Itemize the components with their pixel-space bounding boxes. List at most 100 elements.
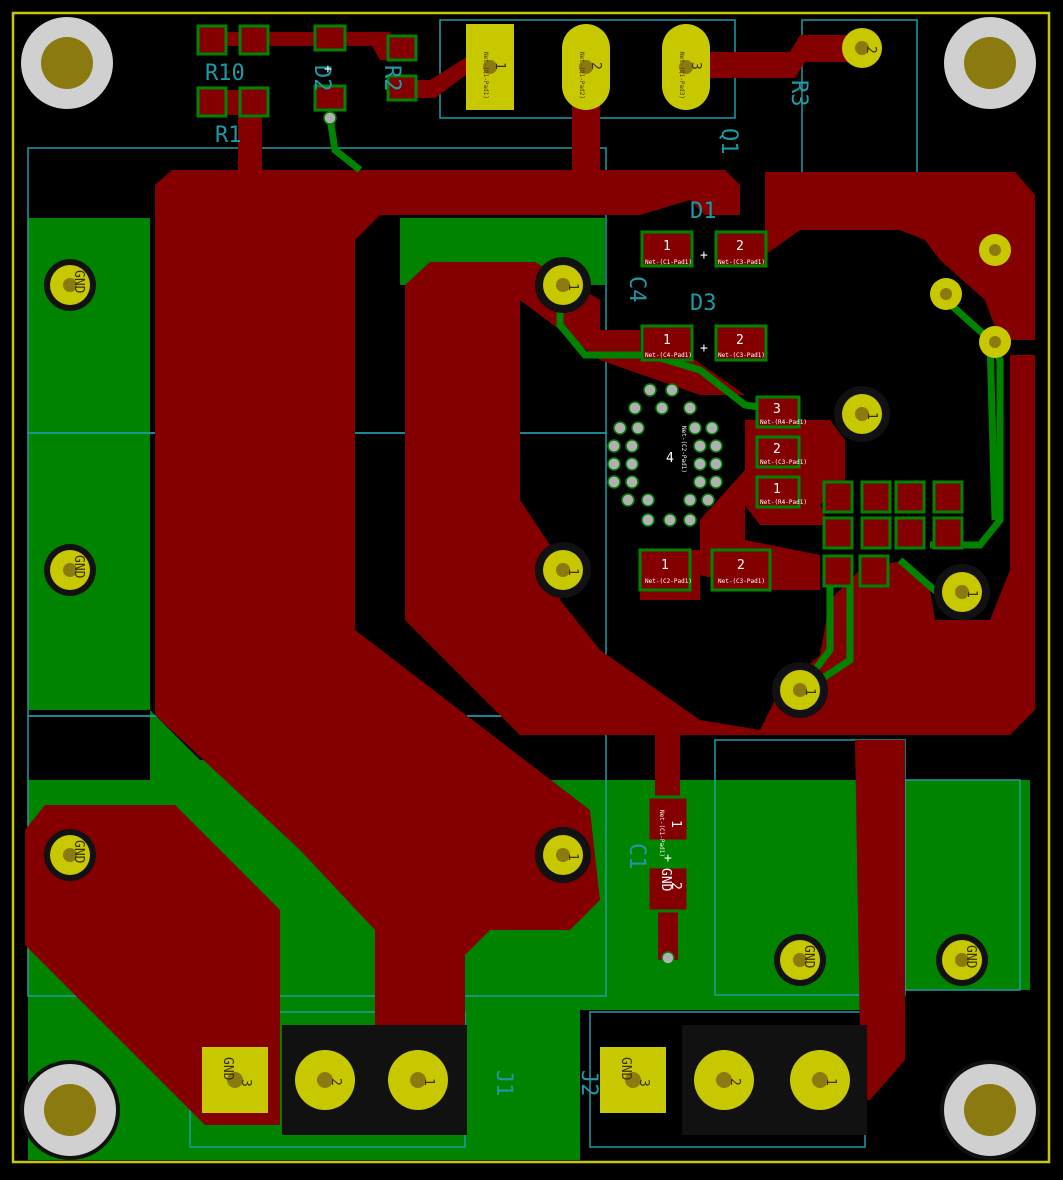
trace-j2-pad1 (830, 740, 905, 1100)
q1-pad2-num: 2 (588, 62, 603, 70)
gnd-pad-left-3 (44, 829, 96, 881)
net-c2-pad1-u: Net-(C2-Pad1) (680, 426, 687, 473)
net-c1-pad1-c1: Net-(C1-Pad1) (658, 810, 665, 857)
j1-pad2-num: 2 (328, 1078, 343, 1086)
pad-right-3 (772, 662, 828, 718)
ref-r3: R3 (786, 80, 811, 107)
c4-pad1-num: 1 (565, 283, 580, 291)
gnd-bottom-right: GND (963, 945, 978, 969)
pad-num-u-1: 1 (773, 482, 781, 497)
r10-pad-1 (196, 24, 228, 56)
connector-pads (202, 1025, 867, 1135)
j2-pad3-num: 3 (636, 1079, 651, 1087)
pad-num-u-3: 3 (773, 402, 781, 417)
pad-right-1 (834, 386, 890, 442)
pad-num-d1-2: 2 (736, 239, 744, 254)
gnd-pad-left-2 (44, 544, 96, 596)
j1-pad3-num: 3 (238, 1079, 253, 1087)
silkscreen-refs: R10 R1 D2 R2 Q1 R3 D1 C4 D3 C1 J1 J2 (205, 61, 811, 1097)
ref-c1: C1 (624, 843, 649, 870)
net-q1-pad1: Net-(Q1-Pad1) (482, 52, 489, 99)
net-q1-pad3: Net-(Q1-Pad3) (678, 52, 685, 99)
c1-smd-pad-2 (646, 865, 690, 913)
r3-pad-2 (842, 28, 882, 68)
net-r4-pad1: Net-(R4-Pad1) (760, 419, 807, 426)
d2-pad-2 (313, 84, 347, 112)
u-pad-2 (755, 435, 801, 469)
net-c3-pad1-d1: Net-(C3-Pad1) (718, 259, 765, 266)
ref-d1: D1 (690, 199, 717, 224)
gnd-label-c1: GND (658, 868, 673, 892)
r1-pad-2 (238, 86, 270, 118)
pad-num-u-2: 2 (773, 442, 781, 457)
pad-labels: 1 2 + Net-(C1-Pad1) Net-(C3-Pad1) 1 2 + … (71, 46, 979, 1087)
c2-pad-2 (710, 548, 772, 592)
net-c3-pad1-u: Net-(C3-Pad1) (760, 459, 807, 466)
gnd-pad-bottom-right (936, 934, 988, 986)
right-pad2-num: 1 (964, 590, 979, 598)
ref-j1: J1 (491, 1070, 516, 1097)
d3-pad-2 (714, 324, 768, 362)
r3-pad2-num: 2 (863, 46, 878, 54)
c1-smd-pad-1 (646, 795, 690, 843)
trace-r3 (700, 35, 860, 78)
copper-pour-bottom-left (25, 805, 280, 1125)
pad-num-c2-1: 1 (661, 558, 669, 573)
j2-pad1-num: 1 (823, 1078, 838, 1086)
d2-pad-1 (313, 24, 347, 52)
plus-d3: + (700, 341, 708, 356)
plus-d1: + (700, 248, 708, 263)
small-pad-3 (979, 326, 1011, 358)
j2-pad2-num: 2 (727, 1078, 742, 1086)
copper-pour-right (405, 262, 1035, 735)
c4-pad-1 (535, 257, 591, 313)
j1-gnd: GND (220, 1057, 235, 1081)
copper-pour-right-upper (765, 172, 1035, 340)
pad-num-d1-1: 1 (663, 239, 671, 254)
small-pad-1 (979, 234, 1011, 266)
gnd-zone-right (905, 780, 1030, 990)
pad-num-d3-1: 1 (663, 333, 671, 348)
u-pad-1 (755, 475, 801, 509)
r2-pad-2 (386, 74, 418, 102)
j1-pad1-num: 1 (421, 1078, 436, 1086)
net-c3-pad1-c2: Net-(C3-Pad1) (718, 578, 765, 585)
smd-pads (196, 24, 964, 913)
gnd-left-3: GND (71, 840, 86, 864)
d1-pad-2 (714, 230, 768, 268)
c1-pad-1 (535, 827, 591, 883)
right-pad1-num: 1 (864, 412, 879, 420)
pad-num-c1-1: 1 (668, 820, 683, 828)
thermal-via-cluster (323, 111, 723, 965)
r1-pad-1 (196, 86, 228, 118)
d3-pad-1 (640, 324, 694, 362)
mounting-holes (20, 17, 1040, 1160)
ref-d3: D3 (690, 291, 717, 316)
c2-pad-1 (638, 548, 692, 592)
plus-c1: + (664, 851, 672, 866)
u-pad-3 (755, 395, 801, 429)
trace-c2-down (655, 735, 680, 800)
gnd-pad-bottom-mid (774, 934, 826, 986)
ref-c4: C4 (624, 276, 649, 303)
net-q1-pad2: Net-(Q1-Pad2) (578, 52, 585, 99)
trace-r1 (238, 105, 262, 175)
top-copper-layer (25, 32, 1035, 1125)
small-pad-2 (930, 278, 962, 310)
ref-r1: R1 (215, 123, 242, 148)
c-pad-mid (535, 542, 591, 598)
q1-pad3-num: 3 (688, 62, 703, 70)
through-hole-pads (44, 28, 1011, 986)
gnd-pad-left-1 (44, 259, 96, 311)
trace-c2-via (658, 900, 678, 960)
ref-q1: Q1 (716, 128, 741, 155)
d1-pad-1 (640, 230, 694, 268)
net-c4-pad1-d3: Net-(C4-Pad1) (645, 352, 692, 359)
d2-plus: + (324, 62, 332, 77)
right-pad3-num: 1 (802, 688, 817, 696)
r10-pad-2 (238, 24, 270, 56)
ref-j2: J2 (576, 1070, 601, 1097)
copper-pour-main-left (155, 170, 740, 1125)
pad-num-d3-2: 2 (736, 333, 744, 348)
ref-d2: D2 (309, 65, 334, 92)
